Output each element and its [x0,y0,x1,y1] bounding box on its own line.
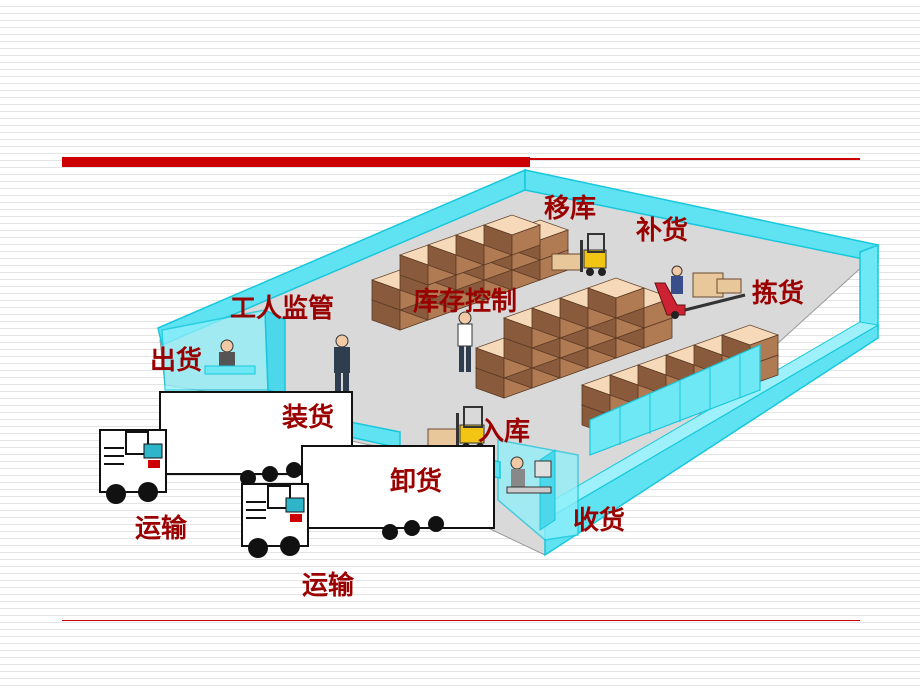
label-loading: 装货 [282,403,335,433]
label-receiving: 收货 [573,506,626,536]
label-relocation: 移库 [544,194,597,224]
label-unloading: 卸货 [390,467,443,497]
worker-icon [334,334,350,395]
label-picking: 拣货 [752,279,805,309]
title-rule-thin [530,158,860,160]
title-rule-thick [62,157,530,167]
pallet-jack-icon [654,265,746,319]
worker-icon [457,311,473,372]
seated-clerk-icon [204,339,256,375]
footer-rule [62,620,860,621]
label-transport-right: 运输 [302,571,355,601]
label-shipping: 出货 [150,346,203,376]
pick-shelving [589,344,761,456]
semi-truck-icon [241,445,495,558]
forklift-icon [551,233,607,276]
label-inventory-control: 库存控制 [413,287,518,317]
label-transport-left: 运输 [135,514,188,544]
label-labor-supervision: 工人监管 [230,294,335,324]
label-replenishment: 补货 [636,216,689,246]
seated-clerk-icon [506,456,552,494]
label-putaway: 入库 [478,417,531,447]
